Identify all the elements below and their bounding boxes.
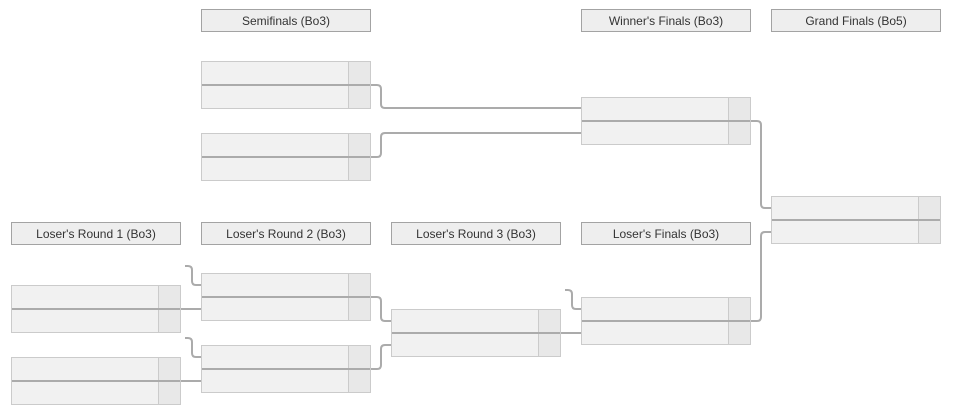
score-cell [348, 86, 370, 108]
match-slot-bottom [202, 86, 370, 108]
match-slot-bottom [202, 298, 370, 320]
score-cell [348, 158, 370, 180]
score-cell [158, 358, 180, 380]
match-slot-top [12, 358, 180, 382]
score-cell [918, 197, 940, 219]
score-cell [728, 98, 750, 120]
match-grand-final[interactable] [771, 196, 941, 244]
match-semifinal-2[interactable] [201, 133, 371, 181]
match-slot-bottom [772, 221, 940, 243]
score-cell [728, 322, 750, 344]
round-header-losers-round-1: Loser's Round 1 (Bo3) [11, 222, 181, 245]
match-slot-top [202, 134, 370, 158]
score-cell [348, 370, 370, 392]
connector-losersr2m2-to-losersr3 [370, 344, 391, 370]
loser-drop-stub-to-losers-final [565, 289, 581, 310]
match-slot-top [392, 310, 560, 334]
score-cell [158, 382, 180, 404]
match-slot-bottom [202, 370, 370, 392]
match-losers-r2-m1[interactable] [201, 273, 371, 321]
match-slot-top [582, 298, 750, 322]
match-slot-top [202, 62, 370, 86]
match-slot-bottom [202, 158, 370, 180]
connector-losersr2m1-to-losersr3 [370, 296, 391, 322]
match-losers-r3-m1[interactable] [391, 309, 561, 357]
round-header-grand-finals: Grand Finals (Bo5) [771, 9, 941, 32]
connector-semifinal2-to-winners-final [370, 132, 581, 158]
match-slot-bottom [12, 382, 180, 404]
loser-drop-stub-to-losersr2m2 [185, 337, 201, 358]
connector-losers-final-to-grand-final [750, 231, 771, 322]
score-cell [728, 122, 750, 144]
round-header-losers-round-2: Loser's Round 2 (Bo3) [201, 222, 371, 245]
score-cell [348, 274, 370, 296]
score-cell [918, 221, 940, 243]
round-header-semifinals: Semifinals (Bo3) [201, 9, 371, 32]
loser-drop-stub-to-losersr2m1 [185, 265, 201, 286]
match-slot-bottom [582, 322, 750, 344]
match-losers-r1-m2[interactable] [11, 357, 181, 405]
match-slot-top [772, 197, 940, 221]
match-slot-top [202, 274, 370, 298]
score-cell [728, 298, 750, 320]
match-slot-top [12, 286, 180, 310]
score-cell [348, 298, 370, 320]
score-cell [158, 286, 180, 308]
connector-winners-final-to-grand-final [750, 120, 771, 209]
score-cell [538, 334, 560, 356]
match-slot-bottom [582, 122, 750, 144]
round-header-losers-finals: Loser's Finals (Bo3) [581, 222, 751, 245]
match-losers-r1-m1[interactable] [11, 285, 181, 333]
score-cell [158, 310, 180, 332]
match-slot-bottom [12, 310, 180, 332]
score-cell [348, 346, 370, 368]
match-slot-top [582, 98, 750, 122]
score-cell [348, 134, 370, 156]
round-header-winners-finals: Winner's Finals (Bo3) [581, 9, 751, 32]
match-winners-final[interactable] [581, 97, 751, 145]
match-semifinal-1[interactable] [201, 61, 371, 109]
connector-semifinal1-to-winners-final [370, 84, 581, 109]
score-cell [348, 62, 370, 84]
round-header-losers-round-3: Loser's Round 3 (Bo3) [391, 222, 561, 245]
score-cell [538, 310, 560, 332]
match-losers-r2-m2[interactable] [201, 345, 371, 393]
match-losers-final[interactable] [581, 297, 751, 345]
match-slot-bottom [392, 334, 560, 356]
match-slot-top [202, 346, 370, 370]
